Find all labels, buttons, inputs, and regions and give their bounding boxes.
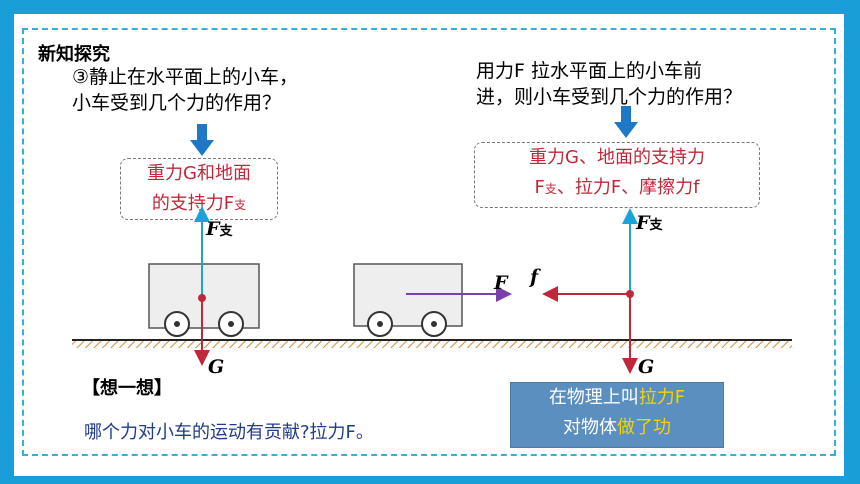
left-gravity-label: G xyxy=(208,356,225,378)
left-question-line2: 小车受到几个力的作用？ xyxy=(72,92,282,114)
left-answer-line1: 重力G和地面 xyxy=(147,163,251,184)
right-question-line1: 用力F 拉水平面上的小车前 xyxy=(476,60,702,82)
section-heading: 新知探究 xyxy=(38,44,110,65)
right-down-arrow-icon xyxy=(614,106,638,138)
ground-hatch xyxy=(72,340,792,348)
friction-label: f xyxy=(530,266,539,288)
right-support-label: F支 xyxy=(636,212,663,234)
left-down-arrow-icon xyxy=(190,124,214,156)
left-answer-box: 重力G和地面 的支持力F支 xyxy=(120,158,278,220)
conclusion-line2: 对物体做了功 xyxy=(563,417,671,438)
right-question: 用力F 拉水平面上的小车前 进，则小车受到几个力的作用？ xyxy=(476,58,742,110)
left-answer-line2: 的支持力F支 xyxy=(151,193,247,214)
right-answer-line1: 重力G、地面的支持力 xyxy=(529,147,705,168)
think-title: 【想一想】 xyxy=(82,378,172,399)
left-cart xyxy=(148,263,260,337)
left-support-label: F支 xyxy=(206,218,233,240)
think-answer: 哪个力对小车的运动有贡献?拉力F。 xyxy=(84,422,374,443)
pull-label: F xyxy=(494,272,508,294)
right-answer-box: 重力G、地面的支持力 F支、拉力F、摩擦力f xyxy=(474,142,760,208)
dashed-frame xyxy=(22,28,836,456)
left-question-line1: ③静止在水平面上的小车， xyxy=(72,66,299,88)
middle-cart xyxy=(353,263,463,337)
left-center-point xyxy=(198,294,206,302)
right-gravity-label: G xyxy=(638,356,655,378)
right-center-point xyxy=(626,290,634,298)
conclusion-line1: 在物理上叫拉力F xyxy=(548,387,686,408)
right-question-line2: 进，则小车受到几个力的作用？ xyxy=(476,86,743,108)
right-answer-line2: F支、拉力F、摩擦力f xyxy=(534,177,700,198)
left-question: ③静止在水平面上的小车， 小车受到几个力的作用？ xyxy=(72,64,298,116)
conclusion-box: 在物理上叫拉力F 对物体做了功 xyxy=(510,382,724,448)
